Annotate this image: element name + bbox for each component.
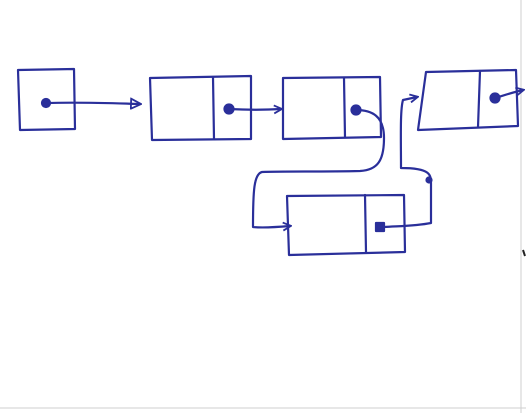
node-2: [251, 75, 386, 227]
head-pointer: [16, 67, 140, 132]
paper-edge-mark: [522, 249, 526, 257]
node-2-divider: [342, 76, 347, 139]
node-3-box: [416, 68, 520, 132]
node-4-divider: [363, 193, 368, 254]
node-1-divider: [211, 75, 216, 141]
node-2-box: [281, 75, 383, 141]
link-node-4-to-node-3-crossing-dot: [425, 176, 433, 184]
link-head-to-node-1: [44, 103, 140, 104]
link-node-3-off-page: [493, 90, 523, 100]
node-4: [285, 97, 433, 257]
link-node-2-to-node-4: [251, 108, 386, 227]
node-1: [148, 74, 281, 142]
node-3-divider: [476, 69, 482, 129]
node-3: [416, 68, 523, 132]
node-1-box: [148, 74, 253, 142]
head-pointer-box: [16, 67, 77, 132]
node-4-box: [285, 193, 407, 257]
link-node-4-to-node-3: [382, 97, 433, 229]
link-node-1-to-node-2: [227, 109, 281, 110]
node-4-pointer-dot: [374, 221, 386, 233]
